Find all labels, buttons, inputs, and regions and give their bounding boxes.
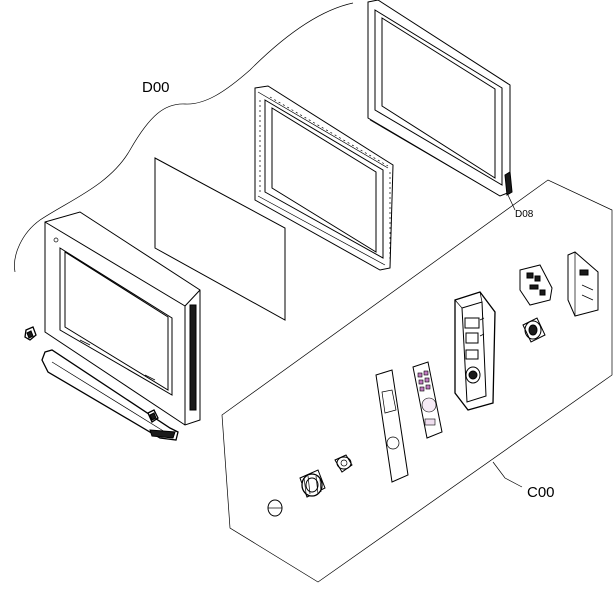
door-hinge-clip-left <box>24 326 37 341</box>
door-front-frame <box>44 211 201 426</box>
door-front-side-hinge <box>189 304 197 411</box>
control-assembly-leader <box>492 461 523 488</box>
control-knob <box>299 469 326 498</box>
label-door-assembly: D00 <box>142 79 170 96</box>
control-encoder <box>522 317 546 343</box>
control-membrane-panel <box>375 369 409 483</box>
control-panel-housing <box>454 291 496 411</box>
control-pcb-small <box>519 264 553 306</box>
door-hinge-clip-right <box>147 409 159 423</box>
control-shaft <box>334 454 353 473</box>
door-handle <box>41 349 179 441</box>
label-control-assembly: C00 <box>527 484 555 501</box>
control-keypad-overlay <box>412 361 443 439</box>
door-glass-panel <box>154 157 286 321</box>
control-pcb-main <box>567 251 599 317</box>
control-group-boundary <box>221 179 613 583</box>
door-rear-frame <box>367 0 516 211</box>
door-inner-frame <box>254 85 394 271</box>
door-group-boundary <box>14 2 354 273</box>
control-knob-cap <box>267 499 283 517</box>
label-door-part: D08 <box>515 209 534 220</box>
